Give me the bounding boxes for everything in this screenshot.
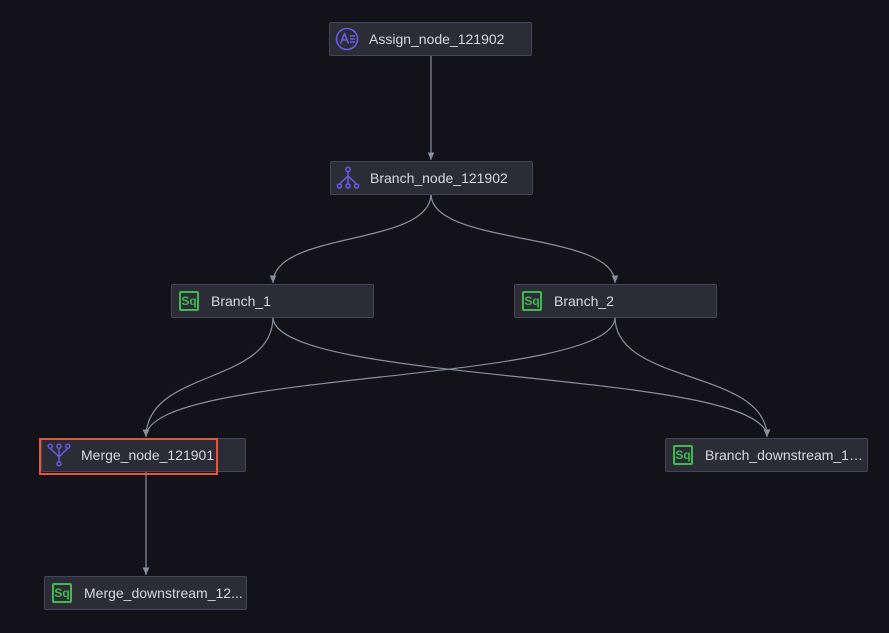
sql-icon: Sq <box>177 289 201 313</box>
edge-branch_2-to-branch_downstream <box>614 316 771 438</box>
edge-branch_1-to-branch_downstream <box>272 316 771 438</box>
node-branch-downstream[interactable]: Sq Branch_downstream_12... <box>665 438 868 472</box>
node-branch-2[interactable]: Sq Branch_2 <box>514 284 717 318</box>
node-branch-1[interactable]: Sq Branch_1 <box>171 284 374 318</box>
node-branch[interactable]: Branch_node_121902 <box>330 161 533 195</box>
assign-icon <box>335 27 359 51</box>
edge-branch-to-branch_2 <box>430 193 619 284</box>
node-merge-downstream[interactable]: Sq Merge_downstream_12... <box>44 576 247 610</box>
node-label: Merge_node_121901 <box>81 447 215 463</box>
node-assign[interactable]: Assign_node_121902 <box>329 22 532 56</box>
merge-icon <box>47 443 71 467</box>
node-label: Assign_node_121902 <box>369 31 505 47</box>
sql-icon: Sq <box>520 289 544 313</box>
sql-icon: Sq <box>671 443 695 467</box>
node-merge[interactable]: Merge_node_121901 <box>41 438 246 472</box>
edge-branch_1-to-merge <box>142 316 274 438</box>
node-label: Branch_2 <box>554 293 614 309</box>
edge-branch_2-to-merge <box>142 316 616 438</box>
node-label: Branch_1 <box>211 293 271 309</box>
sql-icon: Sq <box>50 581 74 605</box>
node-label: Branch_downstream_12... <box>705 447 867 463</box>
branch-icon <box>336 166 360 190</box>
node-label: Merge_downstream_12... <box>84 585 243 601</box>
edge-branch-to-branch_1 <box>269 193 432 284</box>
node-label: Branch_node_121902 <box>370 170 508 186</box>
